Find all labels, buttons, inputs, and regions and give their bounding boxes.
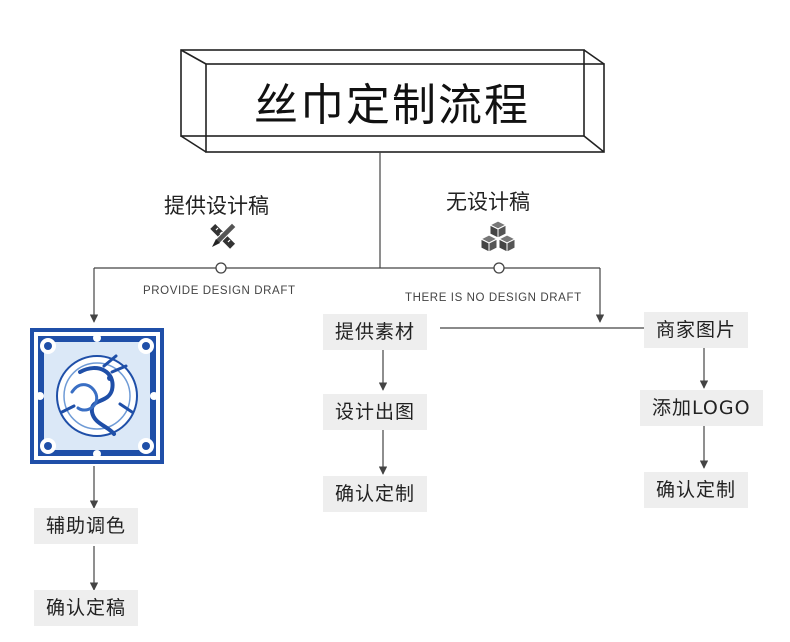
left-branch-sublabel: PROVIDE DESIGN DRAFT	[143, 285, 296, 297]
cubes-icon	[479, 220, 517, 253]
step-confirm-customization-right: 确认定制	[644, 472, 749, 508]
step-design-output: 设计出图	[323, 394, 428, 430]
left-branch-label: 提供设计稿	[164, 194, 269, 218]
step-provide-materials: 提供素材	[323, 314, 428, 350]
step-assist-color: 辅助调色	[34, 508, 139, 544]
step-confirm-customization-mid: 确认定制	[323, 476, 428, 512]
right-branch-sublabel: THERE IS NO DESIGN DRAFT	[405, 292, 582, 304]
right-branch-label: 无设计稿	[446, 190, 530, 214]
left-branch-node	[215, 262, 227, 274]
pencil-ruler-icon	[210, 222, 237, 249]
connector-lines	[89, 152, 709, 591]
right-branch-node	[493, 262, 505, 274]
page-title: 丝巾定制流程	[254, 80, 530, 131]
step-merchant-images: 商家图片	[644, 312, 749, 348]
scarf-image	[30, 328, 164, 464]
title-frame	[180, 49, 605, 153]
step-confirm-final-draft: 确认定稿	[34, 590, 139, 626]
step-add-logo: 添加LOGO	[640, 390, 763, 426]
